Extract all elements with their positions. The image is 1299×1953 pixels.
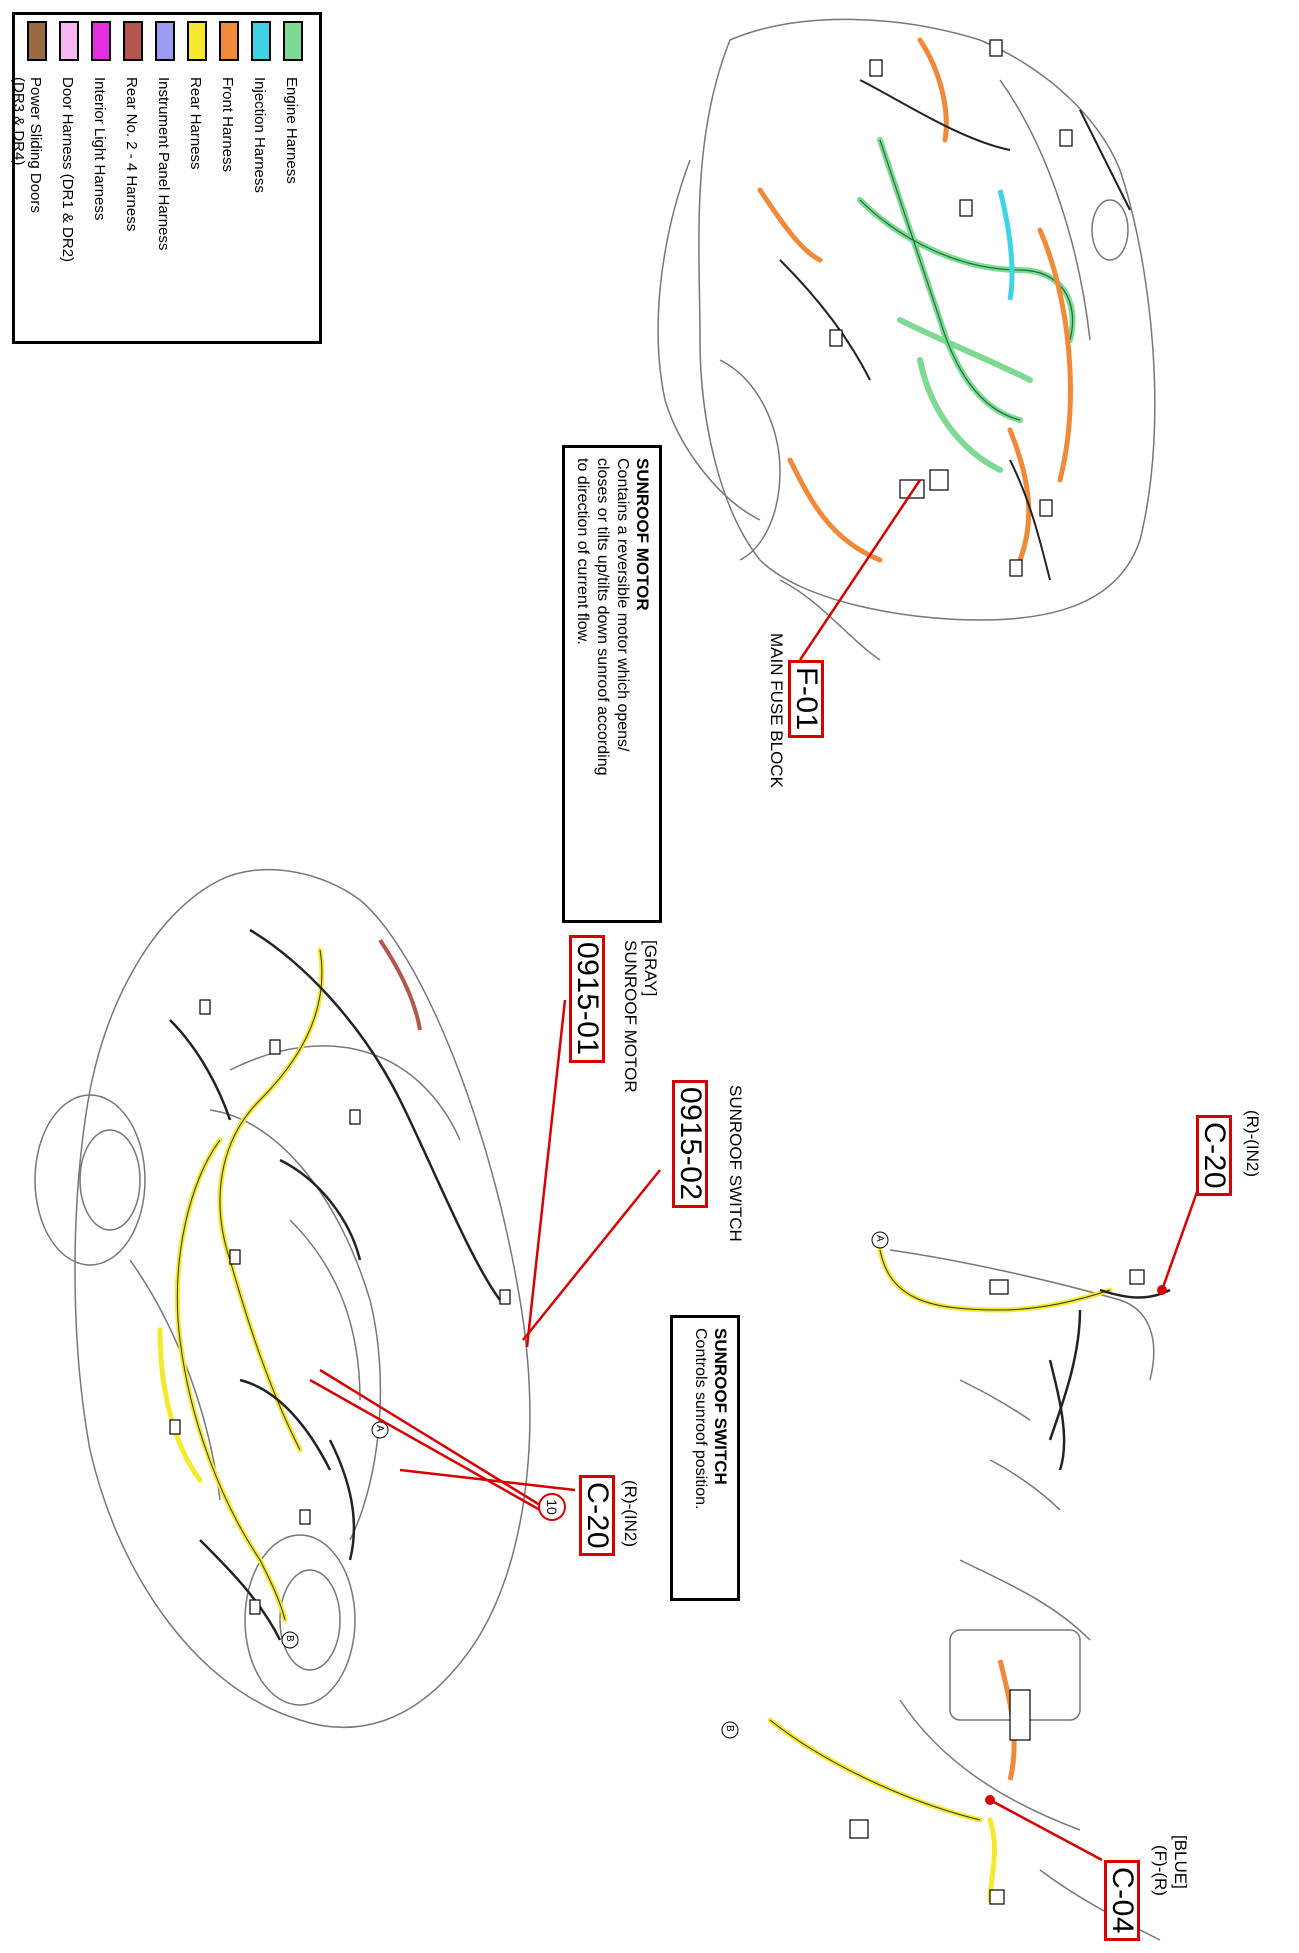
legend-label: Rear No. 2 - 4 Harness <box>123 77 140 232</box>
ip-wires-black <box>1048 1288 1171 1471</box>
info-box-line-1: Controls sunroof position. <box>692 1328 709 1510</box>
callout-c20-right-code: C-20 <box>1196 1115 1232 1197</box>
callout-c20-right-caption: (R)-(IN2) <box>1243 1110 1262 1178</box>
instrument-panel-drawing <box>889 1249 1161 1941</box>
callout-f01-code: F-01 <box>788 660 824 738</box>
callout-ground-10: 10 <box>538 1493 566 1521</box>
callout-switch-code: 0915-02 <box>672 1080 708 1208</box>
info-box-sunroof-motor: SUNROOF MOTOR Contains a reversible moto… <box>562 445 662 923</box>
info-box-line-1: Contains a reversible motor which opens/ <box>614 458 631 752</box>
info-box-line-3: to direction of current flow. <box>574 458 591 645</box>
callout-c04-caption: (F)-(R) <box>1151 1845 1170 1896</box>
callout-leader-lines <box>309 479 1214 1862</box>
ip-harness-yellow <box>767 1247 1113 1903</box>
callout-c20-left-caption: (R)-(IN2) <box>621 1480 640 1548</box>
marker-b-label-ip: B <box>724 1725 735 1732</box>
info-box-line-2: closes or tilts up/tilts down sunroof ac… <box>594 458 611 776</box>
callout-motor-code: 0915-01 <box>569 935 605 1063</box>
legend-swatch <box>91 21 111 61</box>
legend-swatch <box>155 21 175 61</box>
marker-a-ip <box>871 1231 889 1249</box>
legend-swatch <box>251 21 271 61</box>
engine-harness-green <box>857 137 1076 473</box>
injection-harness-cyan <box>997 189 1015 301</box>
callout-c20-left-code: C-20 <box>579 1475 615 1557</box>
legend-label: Power Sliding Doors <box>27 77 44 213</box>
legend-swatch <box>27 21 47 61</box>
harness-color-legend: Engine Harness Injection Harness Front H… <box>10 12 322 344</box>
legend-swatch <box>283 21 303 61</box>
legend-swatch <box>187 21 207 61</box>
rear-harness-yellow-main <box>157 947 325 1623</box>
legend-label: Interior Light Harness <box>91 77 108 221</box>
legend-label-2: (DR3 & DR4) <box>10 77 27 166</box>
car-wires-black <box>169 928 502 1641</box>
legend-label: Rear Harness <box>187 77 204 170</box>
callout-motor-caption: SUNROOF MOTOR <box>621 940 640 1093</box>
callout-switch-caption: SUNROOF SWITCH <box>726 1085 745 1242</box>
callout-motor-color: [GRAY] <box>641 940 660 997</box>
engine-bay-wires-black <box>779 79 1131 581</box>
rear-no2-harness-dark-red <box>378 938 422 1031</box>
marker-a-label: A <box>374 1425 385 1432</box>
engine-bay-drawing <box>657 18 1156 661</box>
marker-b-car <box>281 1631 299 1649</box>
info-box-title: SUNROOF MOTOR <box>633 458 652 611</box>
legend-label: Instrument Panel Harness <box>155 77 172 251</box>
marker-a-label-ip: A <box>874 1235 885 1242</box>
legend-swatch <box>219 21 239 61</box>
callout-c04-color: [BLUE] <box>1171 1835 1190 1889</box>
legend-label: Engine Harness <box>283 77 300 184</box>
info-box-sunroof-switch: SUNROOF SWITCH Controls sunroof position… <box>670 1315 740 1601</box>
info-box-title: SUNROOF SWITCH <box>711 1328 730 1485</box>
marker-b-label: B <box>284 1635 295 1642</box>
marker-b-ip <box>721 1721 739 1739</box>
legend-label: Injection Harness <box>251 77 268 193</box>
marker-a-car <box>371 1421 389 1439</box>
car-body-drawing <box>34 868 531 1729</box>
legend-label: Front Harness <box>219 77 236 173</box>
callout-f01-caption: MAIN FUSE BLOCK <box>767 633 786 788</box>
front-harness-orange <box>757 37 1073 563</box>
legend-swatch <box>59 21 79 61</box>
callout-c04-code: C-04 <box>1104 1860 1140 1942</box>
legend-swatch <box>123 21 143 61</box>
legend-label: Door Harness (DR1 & DR2) <box>59 77 76 263</box>
engine-bay-connectors <box>829 39 1073 577</box>
car-connectors <box>169 999 511 1615</box>
